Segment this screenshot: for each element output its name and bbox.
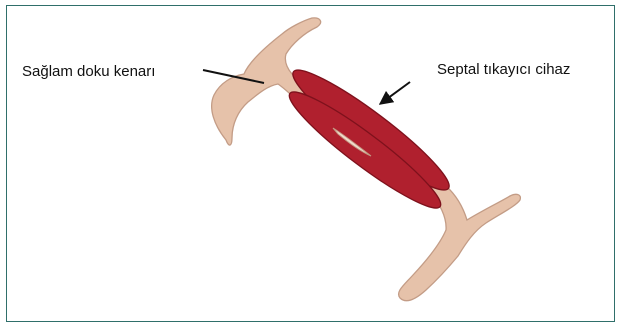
occluder-disc-left [280,81,449,220]
label-septal-occluder: Septal tıkayıcı cihaz [437,61,570,79]
label-healthy-tissue-edge: Sağlam doku kenarı [22,63,155,81]
occluder-disc-right [283,58,458,202]
occluder-pointer-arrow [380,82,410,104]
